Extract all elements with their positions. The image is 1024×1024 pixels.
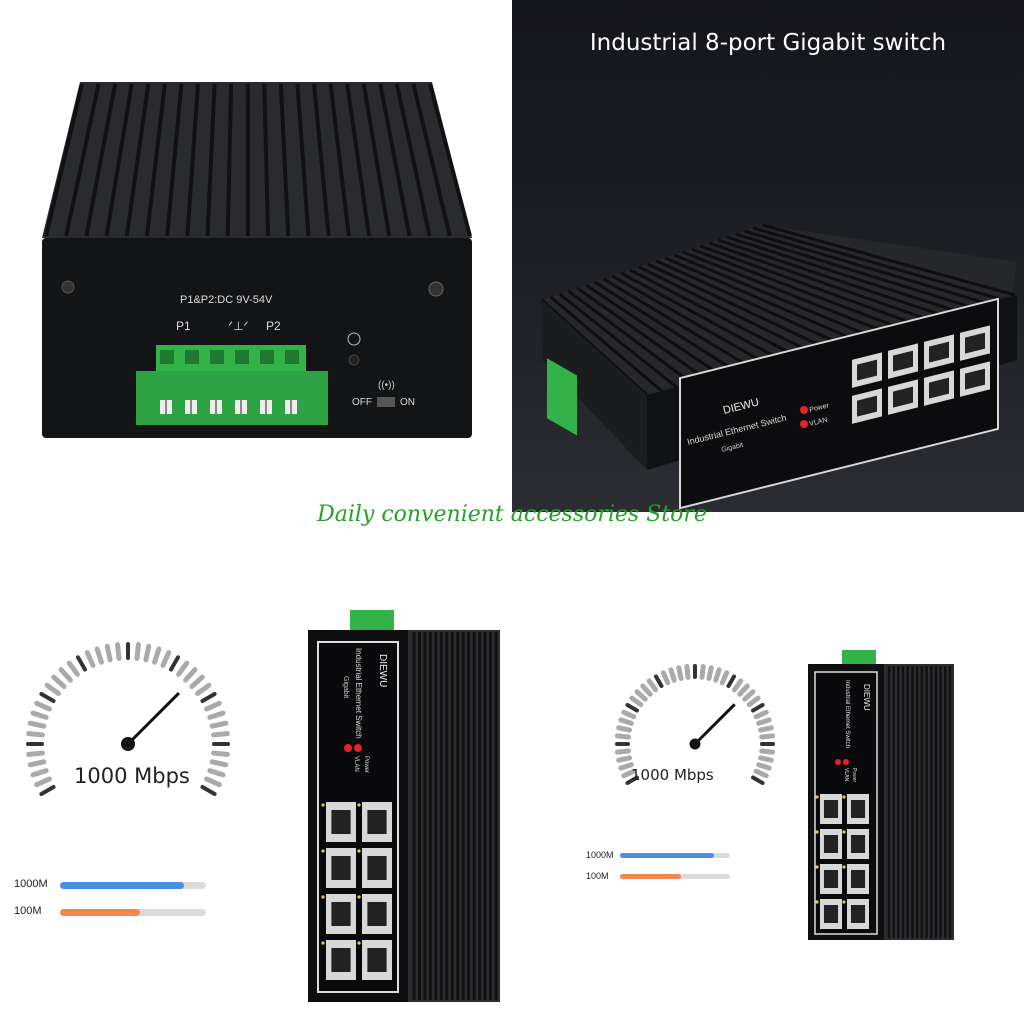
power-led-right xyxy=(835,759,841,765)
vlan-label-left: VLAN xyxy=(353,756,359,772)
product-line-label-right: Industrial Ethernet Switch xyxy=(844,680,850,748)
product-line-label-left: Industrial Ethernet Switch xyxy=(354,648,363,739)
switch-front-image-small: DIEWU Industrial Ethernet Switch Power V… xyxy=(808,650,954,940)
switch-wave-icon: ((•)) xyxy=(378,380,395,391)
bar-1000m-small xyxy=(620,853,730,858)
product-hero-photo: Industrial 8-port Gigabit switch DIEWU I… xyxy=(512,0,1024,512)
green-terminal-block xyxy=(136,345,328,425)
p2-label: P2 xyxy=(266,319,281,333)
power-led xyxy=(800,406,808,414)
power-led-label: Power xyxy=(809,402,831,414)
vlan-led-label: VLAN xyxy=(809,417,828,428)
speed-panel-right: DIEWU Industrial Ethernet Switch Power V… xyxy=(512,512,1024,1024)
vlan-led xyxy=(800,420,808,428)
top-terminal-block xyxy=(350,610,394,630)
vlan-led-right xyxy=(843,759,849,765)
store-name: Daily convenient accessories Store xyxy=(317,502,707,527)
bar-100m-small xyxy=(620,874,730,879)
vlan-label-right: VLAN xyxy=(843,768,849,781)
bar-label-1000m-small: 1000M xyxy=(586,850,614,860)
speedometer-icon xyxy=(26,642,230,796)
off-label: OFF xyxy=(352,397,372,408)
speed-value-small: 1000 Mbps xyxy=(631,766,714,784)
power-label-right: Power xyxy=(851,768,857,783)
gigabit-label-left: Gigabit xyxy=(342,676,349,698)
speedometer-icon-small xyxy=(614,663,776,785)
front-label-panel xyxy=(679,297,999,510)
power-label-left: Power xyxy=(363,756,369,773)
top-terminal-block-small xyxy=(842,650,876,664)
switch-front-image: DIEWU Industrial Ethernet Switch Gigabit… xyxy=(308,610,500,1002)
vlan-led-left xyxy=(354,744,362,752)
ground-icon xyxy=(347,332,361,346)
power-spec-label: P1&P2:DC 9V-54V xyxy=(180,294,273,306)
bar-label-100m: 100M xyxy=(14,905,42,917)
brand-label-left: DIEWU xyxy=(377,654,388,687)
ground-symbol: ᐟ⊥ᐟ xyxy=(228,319,249,333)
side-terminal-block xyxy=(547,358,577,436)
power-led-left xyxy=(344,744,352,752)
bar-label-1000m: 1000M xyxy=(14,878,48,890)
bar-1000m xyxy=(60,882,206,889)
switch-angled-image: DIEWU Industrial Ethernet Switch Gigabit… xyxy=(540,223,1017,510)
bar-100m xyxy=(60,909,206,916)
bar-label-100m-small: 100M xyxy=(586,871,609,881)
brand-label-right: DIEWU xyxy=(862,684,871,711)
speed-panel-left: DIEWU Industrial Ethernet Switch Gigabit… xyxy=(0,512,512,1024)
on-label: ON xyxy=(400,397,415,408)
product-title: Industrial 8-port Gigabit switch xyxy=(589,30,947,56)
dip-switch xyxy=(377,397,395,407)
p1-label: P1 xyxy=(176,319,191,333)
switch-end-panel-image: P1&P2:DC 9V-54V P1 ᐟ⊥ᐟ P2 ((•)) OFF ON xyxy=(42,82,472,438)
terminal-block-photo: P1&P2:DC 9V-54V P1 ᐟ⊥ᐟ P2 ((•)) OFF ON xyxy=(0,0,512,512)
speed-value: 1000 Mbps xyxy=(74,764,190,788)
